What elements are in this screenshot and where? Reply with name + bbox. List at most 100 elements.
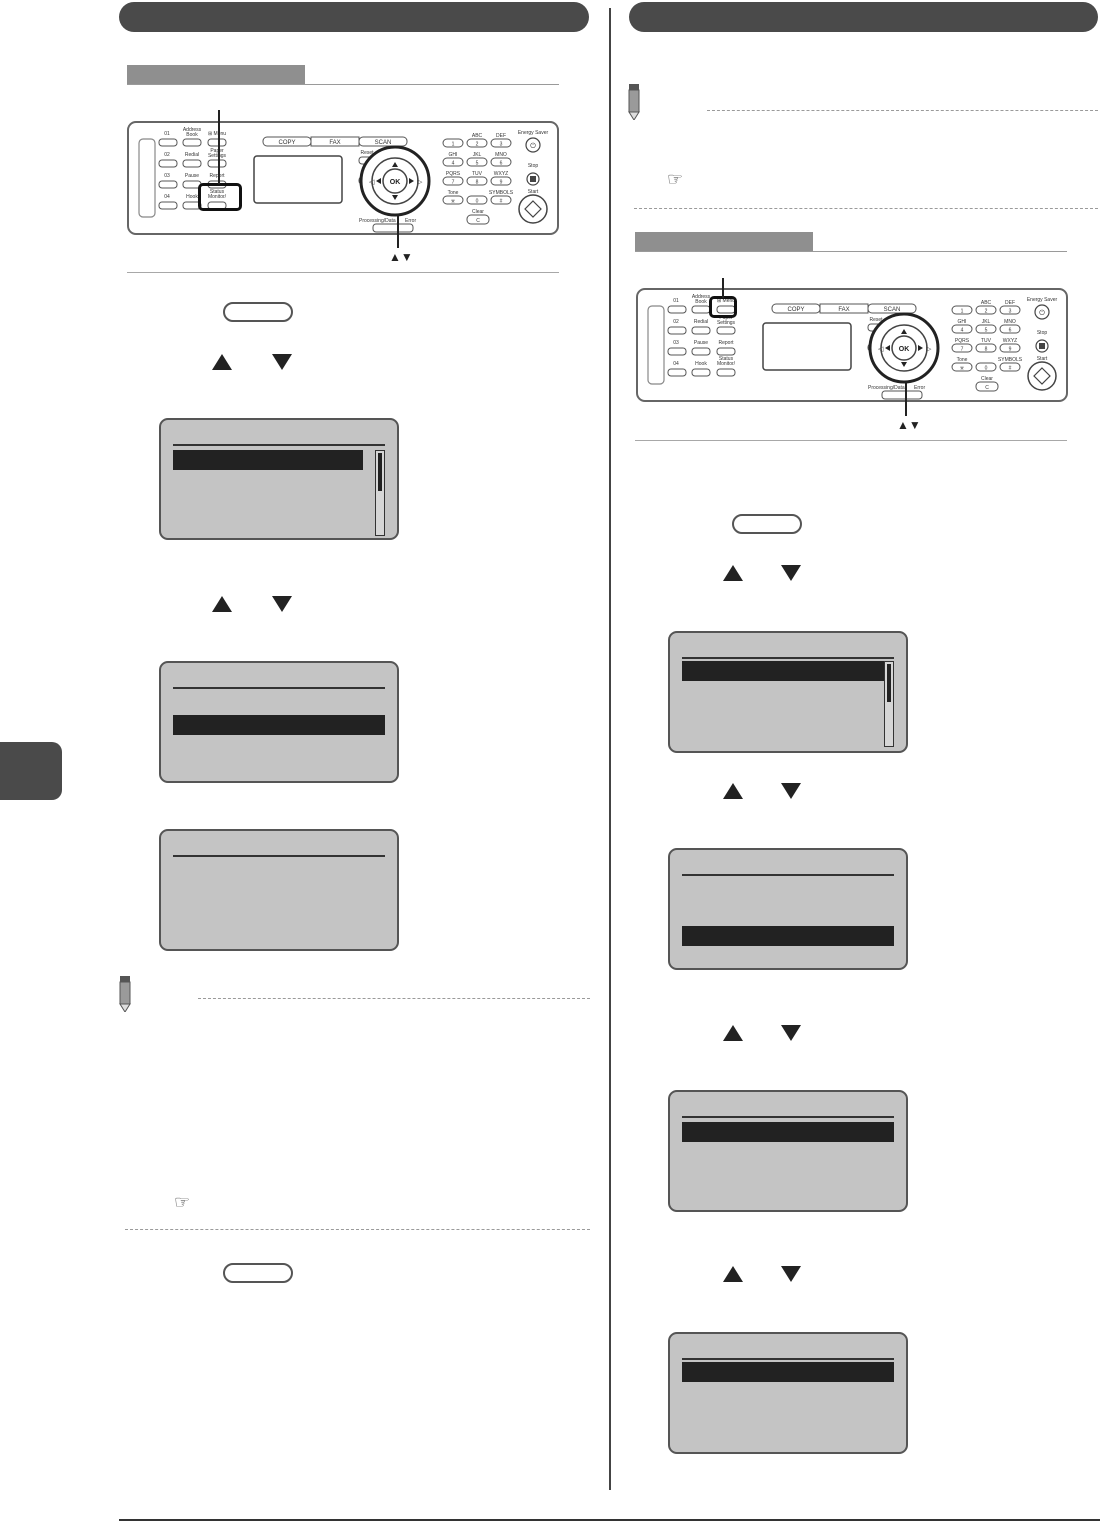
keypad-key — [442, 157, 464, 167]
left-key-button-step-final — [223, 1263, 293, 1283]
svg-text:Stop: Stop — [528, 163, 539, 169]
keypad-key-label: ※ — [960, 366, 964, 372]
svg-text:Stop: Stop — [1037, 330, 1048, 336]
keypad-key-label: # — [1009, 366, 1012, 372]
svg-text:Settings: Settings — [717, 320, 736, 326]
keypad-key — [999, 343, 1021, 353]
triangle-up-icon — [723, 565, 743, 581]
keypad-key — [442, 176, 464, 186]
svg-text:FAX: FAX — [329, 140, 340, 146]
triangle-up-icon — [212, 354, 232, 370]
left-lcd-display-2 — [159, 661, 399, 783]
svg-text:▷: ▷ — [926, 346, 932, 353]
pencil-note-icon — [628, 84, 640, 120]
svg-text:SCAN: SCAN — [884, 307, 901, 313]
svg-text:03: 03 — [164, 173, 170, 179]
left-lcd-display-1 — [159, 418, 399, 540]
lcd-title-line — [682, 1358, 894, 1360]
svg-text:Address: Address — [692, 294, 711, 300]
lcd-scrollbar — [884, 661, 894, 747]
right-key-button-step1 — [732, 514, 802, 534]
keypad-key-label: 0 — [476, 199, 479, 205]
keypad-key — [951, 324, 973, 334]
triangle-down-icon — [781, 565, 801, 581]
right-section-header-bar — [629, 2, 1098, 32]
svg-text:Clear: Clear — [981, 376, 993, 382]
svg-text:02: 02 — [673, 319, 679, 325]
lcd-selected-row — [682, 926, 894, 946]
svg-text:Paper: Paper — [210, 148, 224, 154]
keypad-key-label: 8 — [985, 347, 988, 353]
svg-text:Paper: Paper — [719, 315, 733, 321]
svg-text:Processing/Data: Processing/Data — [359, 218, 396, 224]
lcd-selected-row — [173, 715, 385, 735]
svg-text:Monitor/: Monitor/ — [208, 194, 227, 200]
svg-text:⏻: ⏻ — [1039, 309, 1045, 317]
svg-text:COPY: COPY — [787, 307, 804, 313]
pencil-note-icon — [119, 976, 131, 1012]
svg-text:Error: Error — [914, 385, 925, 391]
keypad-key-label: # — [500, 199, 503, 205]
svg-text:OK: OK — [390, 179, 401, 186]
keypad-letters: Tone — [448, 190, 459, 196]
svg-text:COPY: COPY — [278, 140, 295, 146]
right-lcd-display-3 — [668, 1090, 908, 1212]
keypad-letters: DEF — [1005, 300, 1015, 306]
right-lcd-display-4 — [668, 1332, 908, 1454]
keypad-key-label: 9 — [500, 180, 503, 186]
lcd-selected-row — [682, 1122, 894, 1142]
svg-text:⊞ Menu: ⊞ Menu — [717, 298, 735, 304]
keypad-key-label: 0 — [985, 366, 988, 372]
keypad-key — [951, 343, 973, 353]
triangle-up-icon — [723, 783, 743, 799]
keypad-letters: PQRS — [446, 171, 461, 177]
keypad-key — [442, 138, 464, 148]
right-lcd-display-2 — [668, 848, 908, 970]
keypad-letters: GHI — [958, 319, 967, 325]
left-figure-bottom-rule — [127, 272, 559, 273]
keypad-key — [466, 195, 488, 205]
left-cursor-callout-line — [397, 214, 399, 248]
right-operation-panel: 01 02 03 04 Address Book Redial Pause Ho… — [636, 288, 1068, 402]
keypad-letters: Tone — [957, 357, 968, 363]
svg-text:02: 02 — [164, 152, 170, 158]
keypad-key — [442, 195, 464, 205]
lcd-scrollbar — [375, 450, 385, 536]
right-cursor-keys-caption: ▲▼ — [897, 418, 921, 432]
right-lcd-display-1 — [668, 631, 908, 753]
left-key-button-step1 — [223, 302, 293, 322]
keypad-letters: JKL — [982, 319, 991, 325]
triangle-down-icon — [272, 354, 292, 370]
svg-text:Hook: Hook — [186, 194, 198, 200]
svg-text:04: 04 — [673, 361, 679, 367]
right-note-top-dashed-line — [707, 110, 1098, 111]
keypad-key-label: 3 — [500, 142, 503, 148]
triangle-up-icon — [723, 1025, 743, 1041]
svg-text:Energy Saver: Energy Saver — [1027, 297, 1058, 303]
svg-text:Pause: Pause — [185, 173, 199, 179]
lcd-selected-row — [682, 661, 884, 681]
svg-text:Start: Start — [528, 189, 539, 195]
triangle-up-icon — [212, 596, 232, 612]
keypad-key — [490, 176, 512, 186]
control-panel-drawing: 01 02 03 04 Address Book Redial Pause Ho… — [636, 288, 1068, 402]
keypad-key — [466, 176, 488, 186]
keypad-letters: ABC — [981, 300, 992, 306]
keypad-key-label: 4 — [961, 328, 964, 334]
right-subsection-line — [635, 251, 1067, 252]
svg-text:Processing/Data: Processing/Data — [868, 385, 905, 391]
keypad-key-label: 7 — [452, 180, 455, 186]
svg-text:Book: Book — [186, 132, 198, 138]
keypad-letters: DEF — [496, 133, 506, 139]
keypad-letters: SYMBOLS — [998, 357, 1023, 363]
left-subsection-tab — [127, 65, 305, 85]
keypad-key-label: 5 — [985, 328, 988, 334]
keypad-letters: GHI — [449, 152, 458, 158]
svg-text:Status: Status — [210, 189, 225, 195]
right-note-bottom-dashed-line — [634, 208, 1098, 209]
svg-text:◁: ◁ — [878, 346, 884, 353]
keypad-key — [999, 305, 1021, 315]
keypad-letters: JKL — [473, 152, 482, 158]
column-divider — [609, 8, 611, 1490]
keypad-key-label: 2 — [985, 309, 988, 315]
